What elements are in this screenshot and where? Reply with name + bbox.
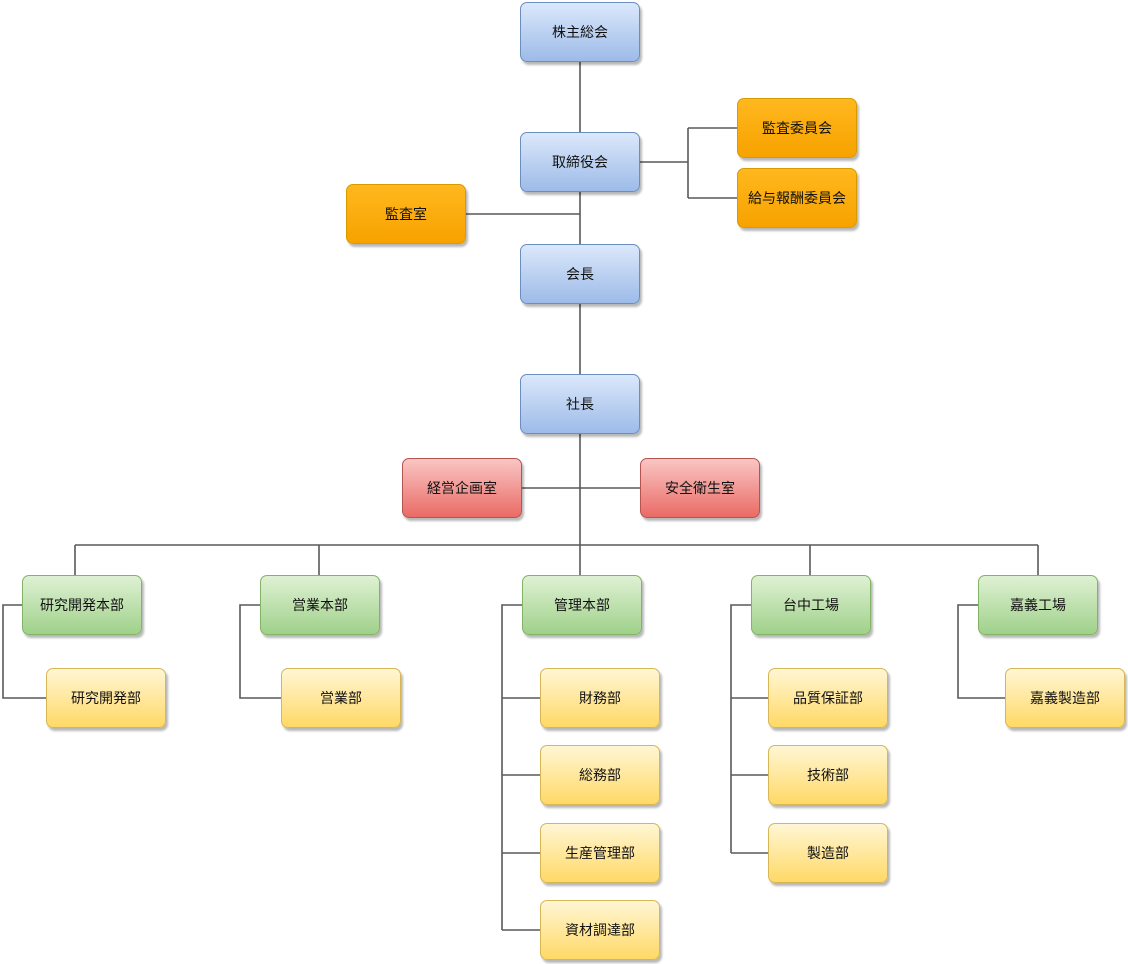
node-label: 管理本部	[554, 598, 610, 614]
connector-rd-tree	[2, 604, 46, 699]
connector-taichung-tree	[730, 604, 768, 854]
node-dept-finance: 財務部	[540, 668, 660, 728]
node-label: 総務部	[579, 768, 621, 784]
connector-sales-tree	[239, 604, 281, 699]
node-division-sales: 営業本部	[260, 575, 380, 635]
node-label: 監査室	[385, 207, 427, 223]
node-label: 技術部	[807, 768, 849, 784]
node-division-taichung: 台中工場	[751, 575, 871, 635]
node-label: 研究開発部	[71, 691, 141, 707]
node-audit-committee: 監査委員会	[737, 98, 857, 158]
node-dept-sales: 営業部	[281, 668, 401, 728]
node-safety-health: 安全衛生室	[640, 458, 760, 518]
node-label: 取締役会	[552, 155, 608, 171]
node-dept-chiayi-manufacturing: 嘉義製造部	[1005, 668, 1125, 728]
node-dept-quality-assurance: 品質保証部	[768, 668, 888, 728]
node-board-of-directors: 取締役会	[520, 132, 640, 192]
node-president: 社長	[520, 374, 640, 434]
connector-admin-tree	[501, 604, 540, 931]
node-label: 営業部	[320, 691, 362, 707]
node-label: 給与報酬委員会	[748, 191, 846, 207]
connector-chiayi-tree	[957, 604, 1005, 699]
node-label: 株主総会	[552, 25, 608, 41]
node-chairman: 会長	[520, 244, 640, 304]
node-label: 経営企画室	[427, 481, 497, 497]
node-label: 嘉義工場	[1010, 598, 1066, 614]
node-label: 会長	[566, 267, 594, 283]
node-dept-general-affairs: 総務部	[540, 745, 660, 805]
connector-division-drops	[74, 545, 1039, 575]
node-label: 生産管理部	[565, 846, 635, 862]
node-dept-rd: 研究開発部	[46, 668, 166, 728]
node-label: 品質保証部	[793, 691, 863, 707]
node-label: 資材調達部	[565, 923, 635, 939]
node-division-admin: 管理本部	[522, 575, 642, 635]
connector-committees	[640, 127, 737, 199]
node-label: 営業本部	[292, 598, 348, 614]
node-dept-manufacturing: 製造部	[768, 823, 888, 883]
node-division-chiayi: 嘉義工場	[978, 575, 1098, 635]
node-label: 研究開発本部	[40, 598, 124, 614]
node-corporate-planning: 経営企画室	[402, 458, 522, 518]
node-dept-procurement: 資材調達部	[540, 900, 660, 960]
node-label: 製造部	[807, 846, 849, 862]
node-dept-engineering: 技術部	[768, 745, 888, 805]
node-dept-production-control: 生産管理部	[540, 823, 660, 883]
node-label: 安全衛生室	[665, 481, 735, 497]
node-label: 監査委員会	[762, 121, 832, 137]
node-label: 嘉義製造部	[1030, 691, 1100, 707]
node-label: 社長	[566, 397, 594, 413]
node-label: 財務部	[579, 691, 621, 707]
node-shareholders-meeting: 株主総会	[520, 2, 640, 62]
node-compensation-committee: 給与報酬委員会	[737, 168, 857, 228]
node-division-rd: 研究開発本部	[22, 575, 142, 635]
node-audit-office: 監査室	[346, 184, 466, 244]
node-label: 台中工場	[783, 598, 839, 614]
